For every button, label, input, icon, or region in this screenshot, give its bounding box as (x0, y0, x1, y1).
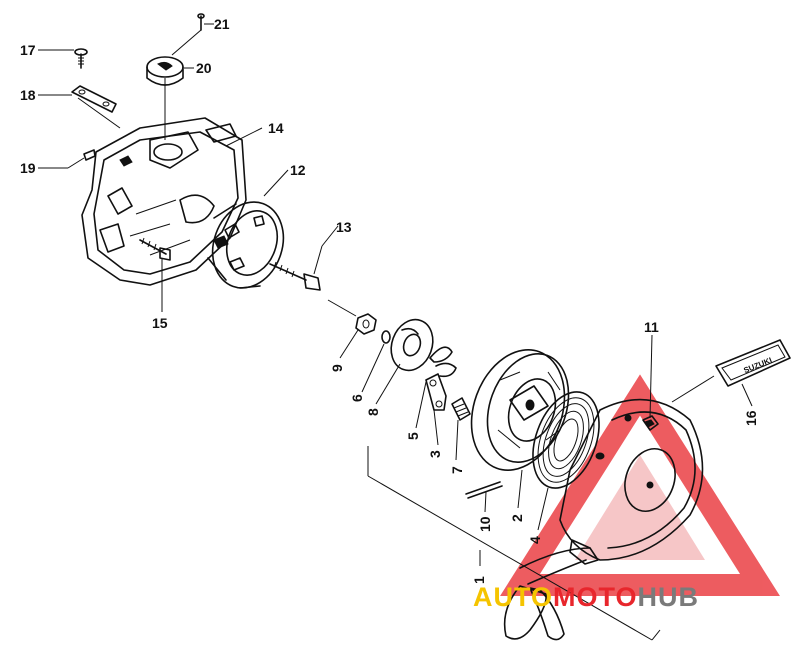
callout-14: 14 (268, 120, 284, 136)
screw-21-part (197, 13, 205, 31)
bolt-13-part (269, 261, 321, 291)
shaft-10-part (465, 481, 503, 499)
callout-20: 20 (196, 60, 212, 76)
watermark-part-hub: HUB (638, 582, 700, 612)
watermark-logo: AUTOMOTOHUB (473, 582, 699, 612)
callout-8: 8 (365, 408, 381, 416)
watermark-triangle-icon (500, 374, 780, 596)
starter-cup-part (207, 201, 285, 289)
spring-clip-5-part (429, 346, 457, 378)
fan-housing-part (81, 117, 247, 286)
nut-9-part (355, 313, 377, 335)
grommet-11-part (642, 415, 659, 431)
callout-5: 5 (405, 432, 421, 440)
screw-17-part (74, 48, 88, 69)
callout-7: 7 (449, 466, 465, 474)
callout-17: 17 (20, 42, 36, 58)
watermark-part-moto: MOTO (553, 582, 638, 612)
washer-6-part (381, 330, 391, 344)
callout-11: 11 (644, 319, 659, 335)
callout-18: 18 (20, 87, 36, 103)
callout-4: 4 (527, 536, 543, 544)
watermark-part-auto: AUTO (473, 582, 553, 612)
recoil-spring-4-part (532, 391, 600, 489)
callout-3: 3 (427, 450, 443, 458)
callout-19: 19 (20, 160, 36, 176)
callout-1: 1 (471, 576, 487, 584)
spring-7-part (451, 397, 471, 421)
leader-lines (38, 23, 753, 641)
callout-21: 21 (214, 16, 230, 32)
callout-15: 15 (152, 315, 168, 331)
callout-12: 12 (290, 162, 306, 178)
callout-13: 13 (336, 219, 352, 235)
callout-2: 2 (509, 514, 525, 522)
pawl-3-part (425, 373, 447, 411)
starter-handle-part (503, 585, 565, 641)
pin-19-part (83, 149, 96, 161)
callout-6: 6 (349, 394, 365, 402)
callout-10: 10 (477, 516, 493, 532)
starter-case-1-part (519, 398, 704, 585)
friction-plate-8-part (390, 318, 434, 372)
callout-16: 16 (743, 410, 759, 426)
bolt-15-part (139, 237, 171, 261)
svg-text:AUTOMOTOHUB: AUTOMOTOHUB (473, 582, 699, 612)
plate-18-part (71, 85, 117, 113)
reel-2-part (470, 349, 570, 471)
callout-9: 9 (329, 364, 345, 372)
callout-labels: 17 18 19 21 20 14 12 13 15 9 6 8 5 3 7 1… (20, 16, 759, 584)
emblem-16-part: SUZUKI (715, 339, 791, 387)
